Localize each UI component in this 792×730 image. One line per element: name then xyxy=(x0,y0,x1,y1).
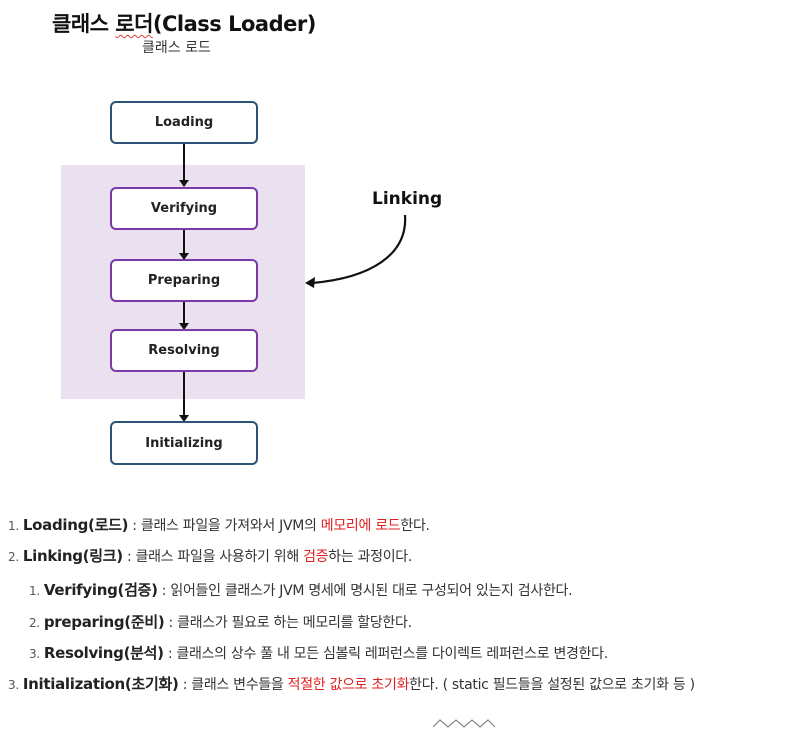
title-text-part2: (Class Loader) xyxy=(152,12,316,36)
list-text: 한다. ( static 필드들을 설정된 값으로 초기화 등 ) xyxy=(409,677,695,693)
list-number: 3. xyxy=(29,647,40,661)
list-item: 2.Linking(링크) : 클래스 파일을 사용하기 위해 검증하는 과정이… xyxy=(8,545,412,566)
resolving-label: Resolving xyxy=(148,343,220,358)
title-text-spellcheck: 로더 xyxy=(115,12,153,36)
verifying-box: Verifying xyxy=(110,187,258,230)
list-item: 3.Initialization(초기화) : 클래스 변수들을 적절한 값으로… xyxy=(8,673,695,694)
preparing-box: Preparing xyxy=(110,259,258,302)
list-highlight: 적절한 값으로 초기화 xyxy=(287,677,410,693)
loading-label: Loading xyxy=(154,115,214,130)
list-text: : 클래스 변수들을 xyxy=(178,677,288,693)
page-title: 클래스 로더(Class Loader) xyxy=(52,8,316,38)
list-text: : 클래스의 상수 풀 내 모든 심볼릭 레퍼런스를 다이렉트 레퍼런스로 변경… xyxy=(163,646,608,662)
list-term: Loading(로드) xyxy=(22,516,129,534)
arrow-verifying-to-preparing xyxy=(179,230,189,260)
list-term: Resolving(분석) xyxy=(43,644,164,662)
arrow-resolving-to-initializing xyxy=(179,372,189,422)
list-highlight: 검증 xyxy=(303,549,329,565)
list-subitem: 2.preparing(준비) : 클래스가 필요로 하는 메모리를 할당한다. xyxy=(29,611,412,632)
list-text: : 클래스가 필요로 하는 메모리를 할당한다. xyxy=(164,615,412,631)
list-subitem: 1.Verifying(검증) : 읽어들인 클래스가 JVM 명세에 명시된 … xyxy=(29,579,573,600)
list-text: : 클래스 파일을 사용하기 위해 xyxy=(122,549,304,565)
list-text: 하는 과정이다. xyxy=(328,549,413,565)
initializing-label: Initializing xyxy=(145,435,223,451)
list-number: 2. xyxy=(8,550,19,564)
arrow-loading-to-verifying xyxy=(179,144,189,187)
list-term: Linking(링크) xyxy=(22,547,123,565)
arrow-preparing-to-resolving xyxy=(179,302,189,330)
loading-box: Loading xyxy=(110,101,258,144)
verifying-label: Verifying xyxy=(150,201,218,216)
list-number: 2. xyxy=(29,616,40,630)
initializing-box: Initializing xyxy=(110,421,258,465)
list-term: Verifying(검증) xyxy=(43,581,158,599)
list-number: 3. xyxy=(8,678,19,692)
list-number: 1. xyxy=(29,584,40,598)
title-text-part1: 클래스 xyxy=(52,12,116,36)
linking-curved-arrow-icon xyxy=(305,214,407,288)
resolving-box: Resolving xyxy=(110,329,258,372)
page-subtitle: 클래스 로드 xyxy=(142,40,211,56)
list-term: Initialization(초기화) xyxy=(22,675,179,693)
list-text: 한다. xyxy=(400,518,430,534)
list-text: : 읽어들인 클래스가 JVM 명세에 명시된 대로 구성되어 있는지 검사한다… xyxy=(157,583,573,599)
zigzag-more-icon[interactable] xyxy=(432,718,496,728)
list-highlight: 메모리에 로드 xyxy=(320,518,401,534)
list-number: 1. xyxy=(8,519,19,533)
list-item: 1.Loading(로드) : 클래스 파일을 가져와서 JVM의 메모리에 로… xyxy=(8,514,430,535)
list-term: preparing(준비) xyxy=(43,613,165,631)
linking-label: Linking xyxy=(372,189,443,209)
list-subitem: 3.Resolving(분석) : 클래스의 상수 풀 내 모든 심볼릭 레퍼런… xyxy=(29,642,608,663)
list-text: : 클래스 파일을 가져와서 JVM의 xyxy=(128,518,321,534)
preparing-label: Preparing xyxy=(147,273,221,288)
